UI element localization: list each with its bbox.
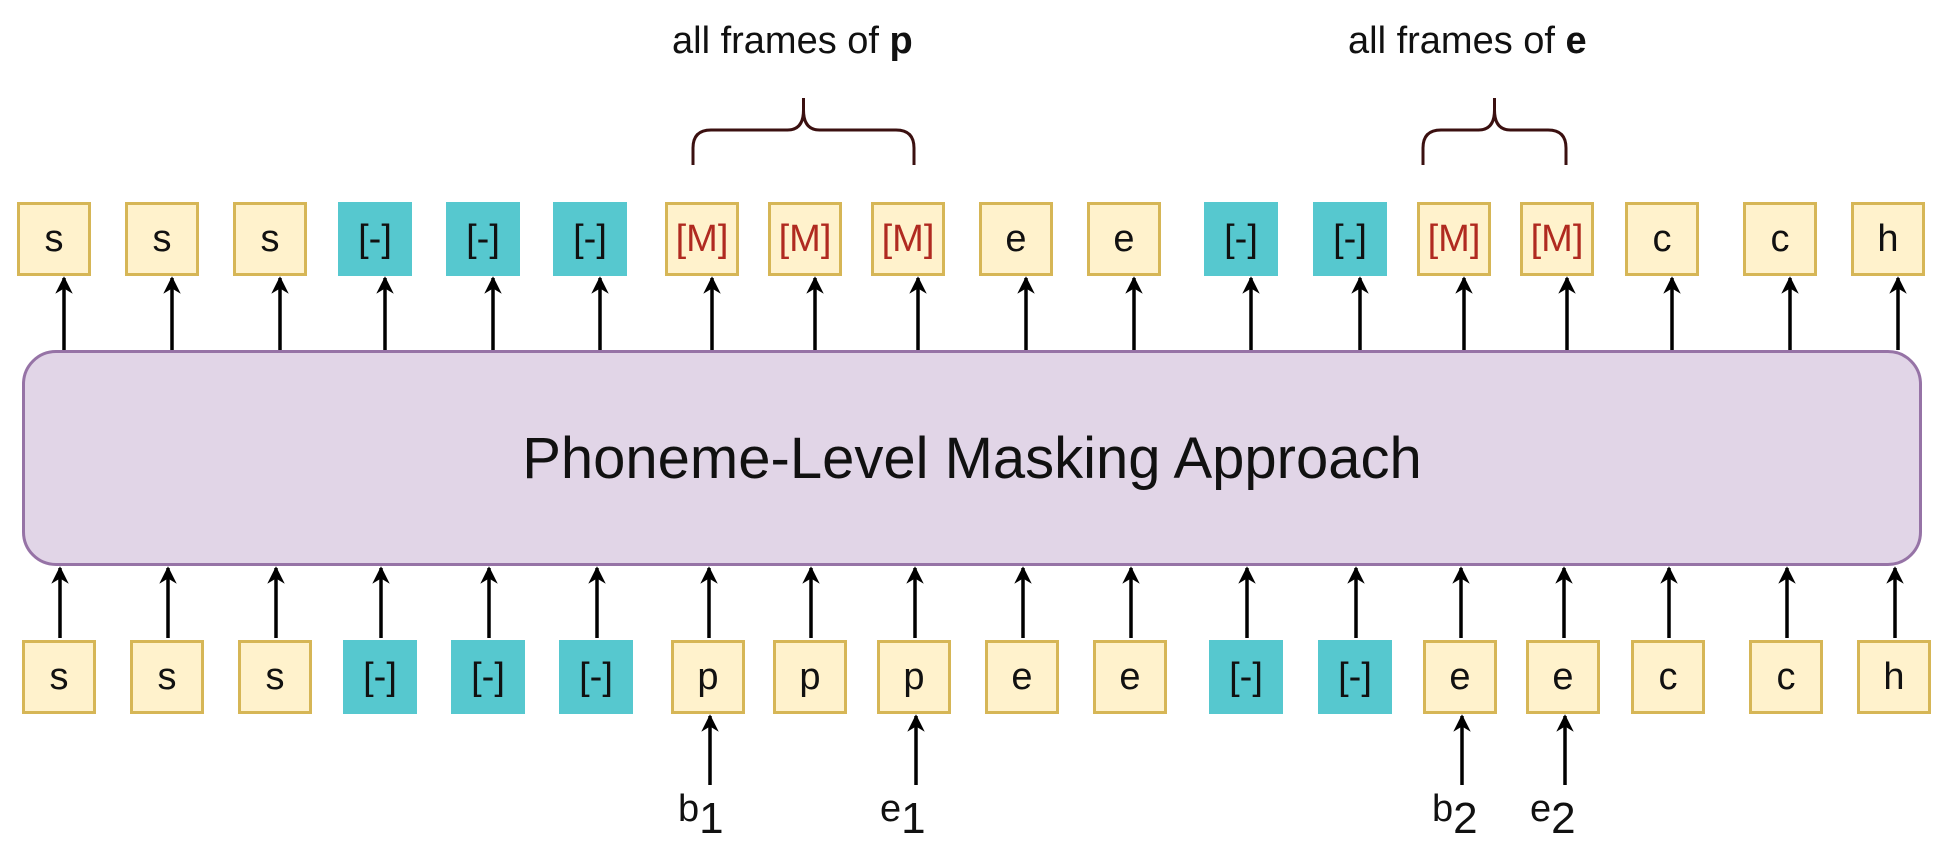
output-token-1: s	[17, 202, 91, 276]
output-token-15: [M]	[1520, 202, 1594, 276]
input-token-4: [-]	[343, 640, 417, 714]
input-token-6: [-]	[559, 640, 633, 714]
boundary-label-e2: e2	[1530, 788, 1576, 843]
output-token-2: s	[125, 202, 199, 276]
output-token-18: h	[1851, 202, 1925, 276]
input-token-5: [-]	[451, 640, 525, 714]
input-token-14: e	[1423, 640, 1497, 714]
input-token-18: h	[1857, 640, 1931, 714]
output-token-13: [-]	[1313, 202, 1387, 276]
header-frames-e: all frames of e	[1348, 20, 1587, 63]
boundary-label-b2: b2	[1432, 788, 1478, 843]
input-token-3: s	[238, 640, 312, 714]
input-token-8: p	[773, 640, 847, 714]
output-token-11: e	[1087, 202, 1161, 276]
output-token-17: c	[1743, 202, 1817, 276]
brace-frames-e	[1421, 98, 1568, 165]
output-token-3: s	[233, 202, 307, 276]
input-token-13: [-]	[1318, 640, 1392, 714]
input-token-17: c	[1749, 640, 1823, 714]
model-title: Phoneme-Level Masking Approach	[522, 425, 1422, 491]
input-token-12: [-]	[1209, 640, 1283, 714]
input-token-16: c	[1631, 640, 1705, 714]
input-token-7: p	[671, 640, 745, 714]
brace-frames-p	[691, 98, 916, 165]
output-token-12: [-]	[1204, 202, 1278, 276]
boundary-label-b1: b1	[678, 788, 724, 843]
input-token-11: e	[1093, 640, 1167, 714]
boundary-label-e1: e1	[880, 788, 926, 843]
output-token-10: e	[979, 202, 1053, 276]
header-e-symbol: e	[1565, 20, 1587, 62]
input-token-2: s	[130, 640, 204, 714]
output-token-4: [-]	[338, 202, 412, 276]
output-token-5: [-]	[446, 202, 520, 276]
output-token-16: c	[1625, 202, 1699, 276]
output-token-9: [M]	[871, 202, 945, 276]
header-e-prefix: all frames of	[1348, 20, 1566, 62]
input-token-10: e	[985, 640, 1059, 714]
input-token-1: s	[22, 640, 96, 714]
input-token-9: p	[877, 640, 951, 714]
input-token-15: e	[1526, 640, 1600, 714]
output-token-6: [-]	[553, 202, 627, 276]
output-token-8: [M]	[768, 202, 842, 276]
header-frames-p: all frames of p	[672, 20, 913, 63]
masking-model-block: Phoneme-Level Masking Approach	[22, 350, 1922, 566]
header-p-prefix: all frames of	[672, 20, 890, 62]
output-token-7: [M]	[665, 202, 739, 276]
output-token-14: [M]	[1417, 202, 1491, 276]
header-p-symbol: p	[889, 20, 913, 62]
